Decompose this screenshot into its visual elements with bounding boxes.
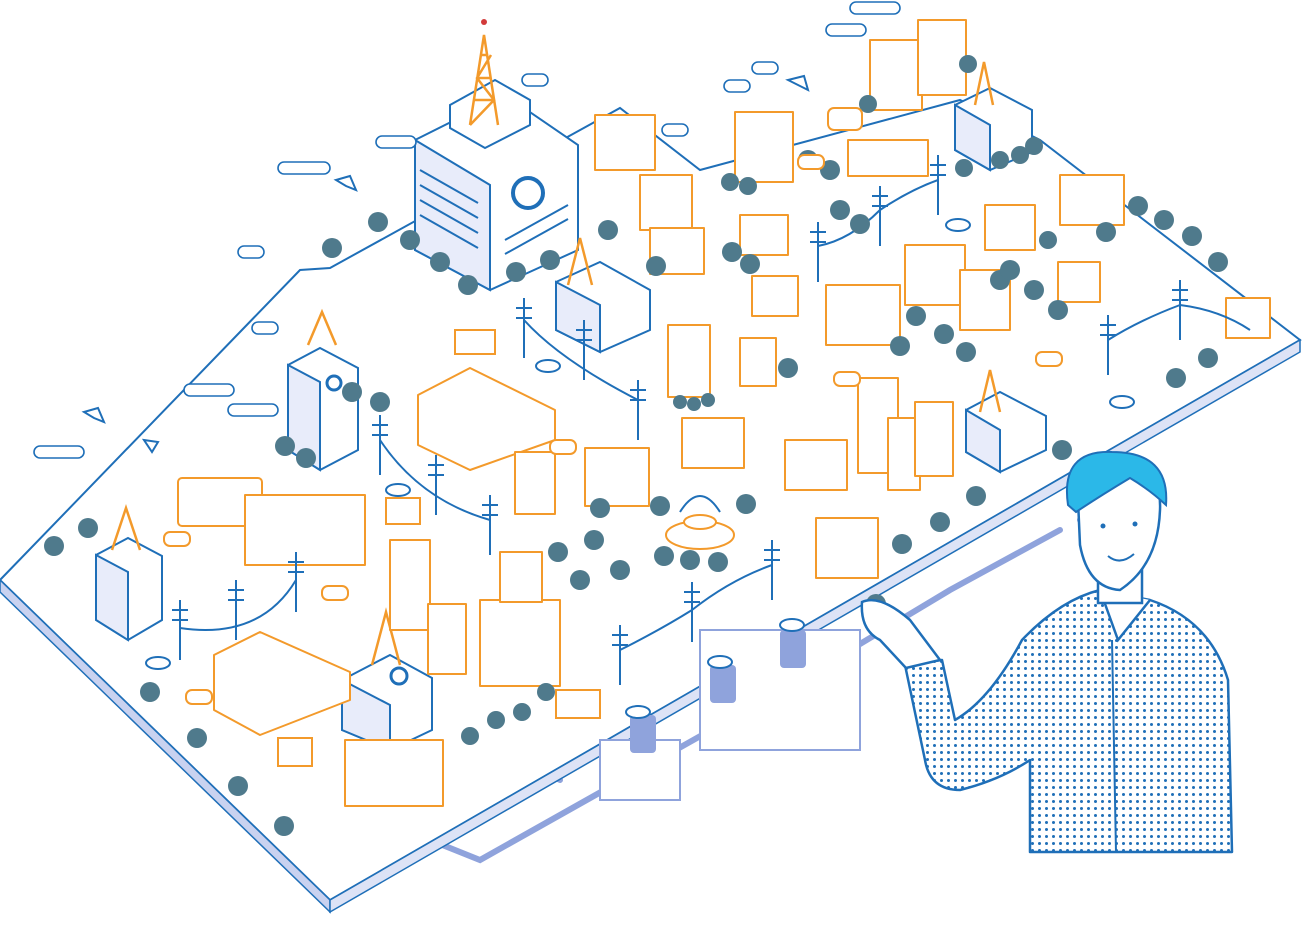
hq-building-icon — [414, 78, 579, 292]
houses — [177, 19, 1271, 807]
fountain-icon — [665, 495, 735, 550]
office-building-bottom — [341, 607, 433, 752]
hand — [860, 598, 943, 670]
hair — [1066, 450, 1168, 514]
car-icon — [163, 107, 1063, 705]
manhole-icon — [145, 218, 1135, 719]
truck-icon — [277, 329, 601, 767]
office-building-far-left — [95, 504, 163, 642]
radio-tower-icon — [468, 19, 500, 126]
office-building-right — [965, 369, 1047, 474]
bird-icon — [81, 74, 810, 454]
office-building-left — [287, 308, 359, 472]
utility-pole-icon — [172, 155, 1251, 685]
factory-icon — [213, 367, 556, 736]
underground-tanks — [599, 629, 861, 801]
shirt — [903, 588, 1234, 854]
office-building-top-right — [954, 61, 1033, 172]
cloud-icon — [33, 1, 901, 459]
presenter-figure — [860, 450, 1234, 854]
